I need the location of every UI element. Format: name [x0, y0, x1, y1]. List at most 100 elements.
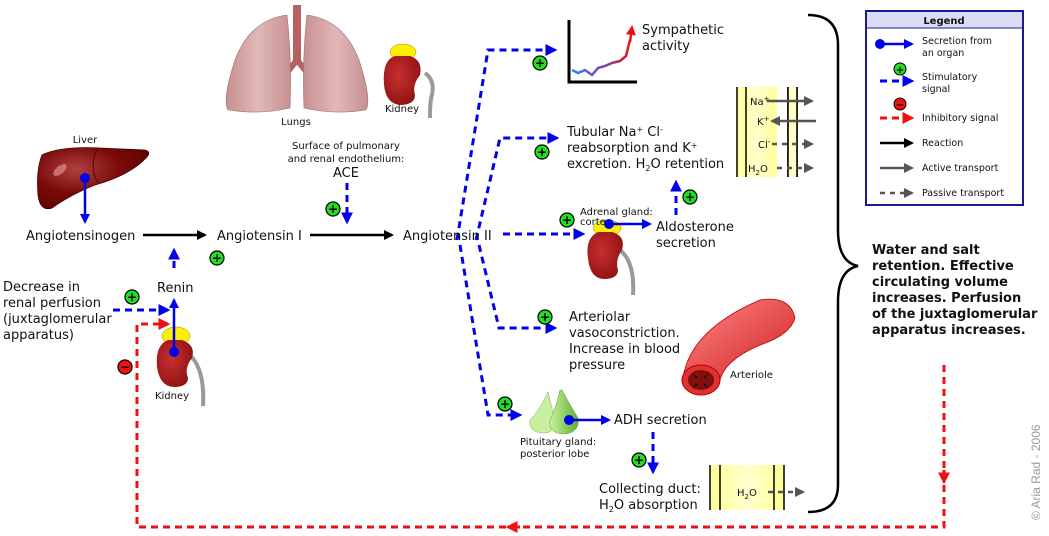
svg-text:+: + [562, 213, 572, 227]
plus-badge-icon: + [893, 62, 907, 76]
svg-text:−: − [120, 360, 130, 374]
svg-text:apparatus): apparatus) [3, 328, 74, 343]
plus-badge-icon: + [209, 250, 225, 266]
svg-text:vasoconstriction.: vasoconstriction. [569, 326, 680, 341]
svg-text:Active transport: Active transport [922, 163, 999, 174]
svg-text:+: + [540, 310, 550, 324]
kidney-label-top: Kidney [385, 104, 419, 115]
svg-text:Tubular Na+ Cl-: Tubular Na+ Cl- [566, 125, 663, 140]
svg-text:excretion. H2O retention: excretion. H2O retention [567, 157, 724, 173]
svg-text:+: + [500, 397, 510, 411]
svg-text:Stimulatory: Stimulatory [922, 72, 978, 83]
sympathetic-text: Sympathetic activity [642, 23, 724, 54]
svg-text:Water and salt: Water and salt [872, 243, 980, 258]
renin-label: Renin [157, 281, 194, 296]
plus-badge-icon: + [559, 212, 575, 228]
lungs-icon [225, 5, 369, 113]
plus-badge-icon: + [631, 452, 647, 468]
svg-text:+: + [328, 202, 338, 216]
adrenal-kidney-icon [587, 219, 636, 296]
svg-text:signal: signal [922, 84, 950, 95]
adrenal-label-1: Adrenal gland: [580, 207, 653, 218]
svg-text:retention. Effective: retention. Effective [872, 259, 1014, 274]
svg-text:+: + [896, 65, 904, 76]
plus-badge-icon: + [497, 396, 513, 412]
angiotensin-2-label: Angiotensin II [403, 229, 492, 244]
pituitary-label-2: posterior lobe [520, 449, 589, 460]
legend-item-active-transport: Active transport [880, 163, 999, 174]
liver-icon [37, 147, 150, 210]
svg-text:Reaction: Reaction [922, 138, 963, 149]
liver-label: Liver [73, 135, 98, 146]
tubular-text: Tubular Na+ Cl- reabsorption and K+ excr… [566, 125, 724, 173]
adrenal-label-2: cortex [580, 217, 612, 228]
legend-item-inhibitory: − Inhibitory signal [880, 97, 998, 124]
ion-h2o: H2O [748, 164, 768, 177]
svg-text:+: + [127, 290, 137, 304]
ace-label-3: ACE [333, 166, 359, 181]
adh-label: ADH secretion [614, 413, 707, 428]
svg-text:Inhibitory signal: Inhibitory signal [922, 113, 998, 124]
plus-badge-icon: + [537, 309, 553, 325]
svg-text:secretion: secretion [656, 236, 716, 251]
legend-item-stimulatory: + Stimulatory signal [880, 62, 978, 95]
perfusion-text: Decrease in renal perfusion (juxtaglomer… [3, 280, 112, 343]
plus-badge-icon: + [124, 289, 140, 305]
ang2-pituitary-arrow [458, 244, 523, 421]
minus-badge-icon: − [893, 97, 907, 111]
svg-text:Increase in blood: Increase in blood [569, 342, 680, 357]
plus-badge-icon: + [532, 55, 548, 71]
arteriole-label: Arteriole [730, 370, 773, 381]
aldosterone-text: Aldosterone secretion [656, 220, 734, 251]
tubule-top-icon [736, 87, 816, 177]
svg-text:−: − [896, 100, 904, 111]
ang2-sympathetic-arrow [455, 44, 558, 241]
svg-text:↖: ↖ [703, 382, 709, 390]
svg-text:↘: ↘ [692, 372, 698, 380]
pituitary-icon [529, 389, 579, 435]
plus-badge-icon: + [534, 144, 550, 160]
angiotensinogen-label: Angiotensinogen [26, 229, 135, 244]
kidney-label-left: Kidney [155, 391, 189, 402]
svg-text:an organ: an organ [922, 48, 964, 59]
svg-text:+: + [685, 190, 695, 204]
ion-k: K+ [757, 115, 770, 128]
svg-text:Decrease in: Decrease in [3, 280, 80, 295]
svg-text:Aldosterone: Aldosterone [656, 220, 734, 235]
legend-item-secretion: Secretion from an organ [875, 36, 992, 59]
svg-text:of the juxtaglomerular: of the juxtaglomerular [872, 307, 1038, 322]
pituitary-label-1: Pituitary gland: [520, 437, 596, 448]
tubule-bottom-icon [709, 465, 805, 510]
legend-title: Legend [923, 16, 964, 27]
svg-text:pressure: pressure [569, 358, 625, 373]
svg-text:increases. Perfusion: increases. Perfusion [872, 291, 1021, 306]
ace-label-1: Surface of pulmonary [292, 141, 400, 152]
minus-badge-icon: − [117, 359, 133, 375]
svg-text:Collecting duct:: Collecting duct: [599, 482, 701, 497]
svg-text:+: + [634, 453, 644, 467]
svg-text:Arteriolar: Arteriolar [569, 310, 631, 325]
lungs-label: Lungs [281, 117, 311, 128]
arteriole-icon: ↘ ↙ ↗ ↖ [681, 298, 796, 396]
ion-h2o-bottom: H2O [737, 488, 757, 501]
svg-text:↙: ↙ [703, 372, 709, 380]
legend-item-passive-transport: Passive transport [880, 188, 1004, 199]
svg-text:renal perfusion: renal perfusion [3, 296, 101, 311]
plus-badge-icon: + [682, 189, 698, 205]
svg-text:+: + [537, 145, 547, 159]
plus-badges: + + + + + + + + + + [124, 55, 698, 468]
svg-text:activity: activity [642, 39, 690, 54]
angiotensin-1-label: Angiotensin I [217, 229, 302, 244]
plus-badge-icon: + [325, 201, 341, 217]
svg-text:apparatus increases.: apparatus increases. [872, 323, 1026, 338]
summary-bracket [807, 13, 859, 514]
ion-cl: Cl- [758, 138, 771, 151]
svg-text:↗: ↗ [692, 382, 698, 390]
collecting-duct-text: Collecting duct: H2O absorption [599, 482, 701, 514]
ace-label-2: and renal endothelium: [288, 154, 405, 165]
svg-text:Passive transport: Passive transport [922, 188, 1004, 199]
outcome-text: Water and salt retention. Effective circ… [872, 243, 1038, 338]
svg-text:Sympathetic: Sympathetic [642, 23, 724, 38]
legend-item-reaction: Reaction [880, 138, 963, 149]
